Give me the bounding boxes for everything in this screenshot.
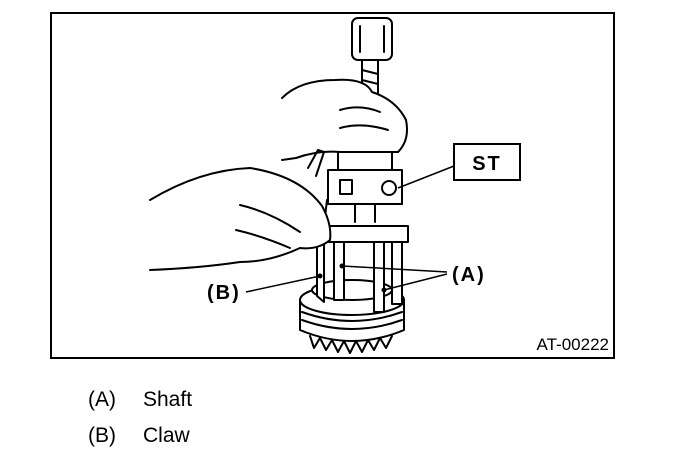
- leader-b: [245, 275, 321, 293]
- shafts: [333, 241, 403, 313]
- callout-st: ST: [472, 153, 502, 175]
- legend-label: Claw: [143, 424, 190, 447]
- callout-b: (B): [207, 282, 241, 304]
- leader-st: [397, 165, 455, 189]
- leader-a-2: [383, 273, 448, 291]
- callout-a: (A): [452, 264, 486, 286]
- leader-a-1: [341, 265, 448, 273]
- assembly-illustration: ST (A) (B) AT-00222: [50, 12, 615, 359]
- figure-id: AT-00222: [537, 335, 609, 354]
- st-callout-box: [453, 143, 521, 181]
- lower-hand: [149, 167, 332, 271]
- legend-label: Shaft: [143, 388, 193, 411]
- legend-key: (A): [88, 388, 116, 411]
- legend-item-shaft: (A) Shaft: [88, 388, 192, 412]
- upper-hand: [281, 78, 408, 161]
- legend-item-claw: (B) Claw: [88, 424, 190, 448]
- legend-key: (B): [88, 424, 116, 447]
